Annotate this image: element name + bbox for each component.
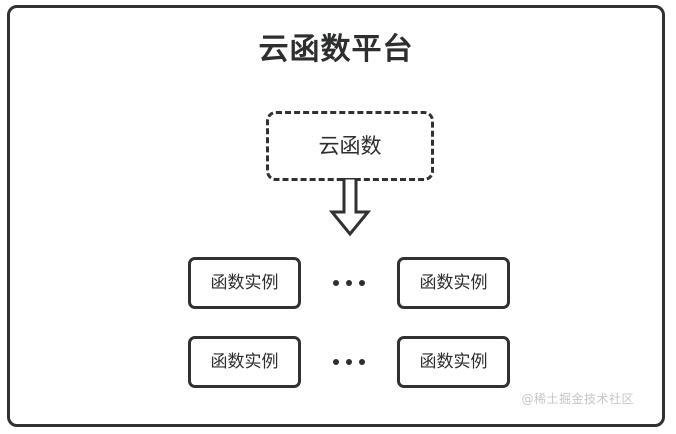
function-instance-box[interactable]: 函数实例 xyxy=(188,336,301,388)
ellipsis-dot xyxy=(333,280,339,286)
ellipsis-dot xyxy=(359,280,365,286)
instance-row-2: 函数实例 函数实例 xyxy=(188,336,510,388)
ellipsis-dot xyxy=(346,280,352,286)
function-instance-label: 函数实例 xyxy=(210,351,279,372)
ellipsis-separator xyxy=(333,257,365,309)
ellipsis-separator xyxy=(333,336,365,388)
function-instance-box[interactable]: 函数实例 xyxy=(397,336,510,388)
function-instance-label: 函数实例 xyxy=(419,351,488,372)
ellipsis-dot xyxy=(346,359,352,365)
function-instance-box[interactable]: 函数实例 xyxy=(188,257,301,309)
page-title: 云函数平台 xyxy=(258,32,414,67)
cloud-function-node[interactable]: 云函数 xyxy=(266,111,434,181)
function-instance-label: 函数实例 xyxy=(419,272,488,293)
instance-row-1: 函数实例 函数实例 xyxy=(188,257,510,309)
watermark: @稀土掘金技术社区 xyxy=(521,392,634,406)
ellipsis-dot xyxy=(359,359,365,365)
function-instance-box[interactable]: 函数实例 xyxy=(397,257,510,309)
function-instance-label: 函数实例 xyxy=(210,272,279,293)
cloud-function-label: 云函数 xyxy=(318,133,382,158)
down-block-arrow-icon xyxy=(323,176,377,237)
cloud-function-platform-container: 云函数平台 云函数 函数实例 函数实例 函数实例 xyxy=(7,5,665,427)
ellipsis-dot xyxy=(333,359,339,365)
